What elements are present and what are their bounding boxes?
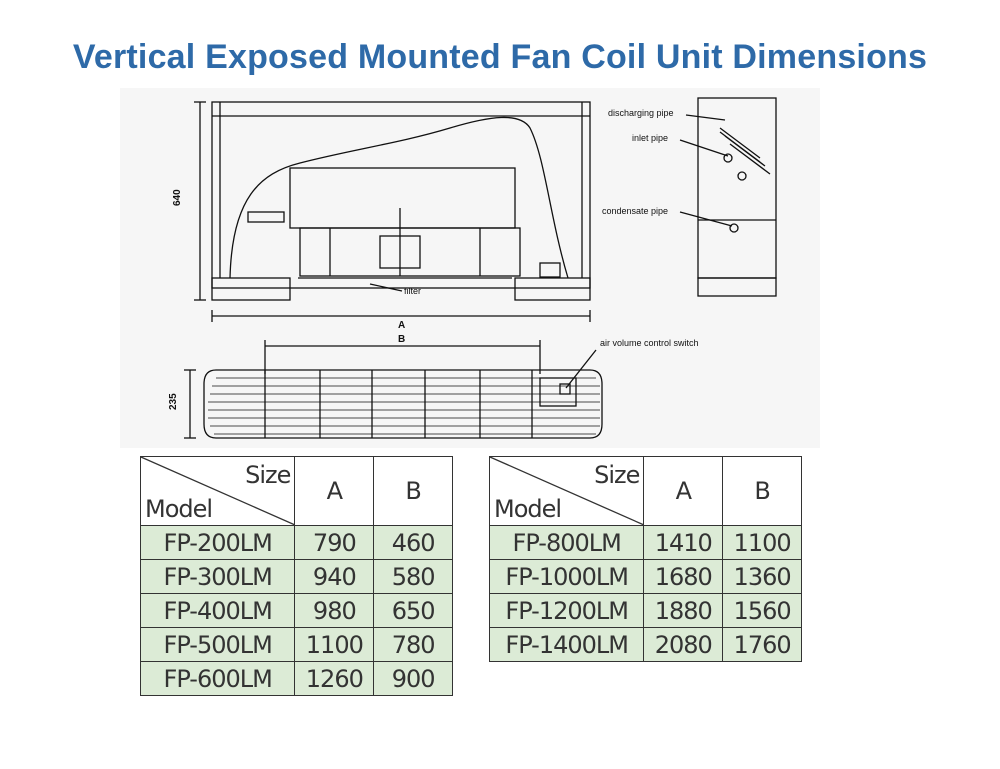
b-cell: 1360 xyxy=(722,559,802,594)
size-header: Size xyxy=(594,461,640,489)
model-header: Model xyxy=(145,495,213,523)
column-b-header: B xyxy=(722,456,802,526)
model-cell: FP-1000LM xyxy=(488,559,645,594)
air-volume-control-switch-label: air volume control switch xyxy=(600,338,699,348)
table-row: FP-1200LM 1880 1560 xyxy=(488,593,802,628)
dimension-b-label: B xyxy=(398,334,405,345)
dimension-table-2: Size Model A B FP-800LM 1410 1100 FP-100… xyxy=(488,456,802,662)
a-cell: 1410 xyxy=(643,525,724,560)
a-cell: 1100 xyxy=(294,627,375,662)
a-cell: 2080 xyxy=(643,627,724,662)
table-row: FP-400LM 980 650 xyxy=(139,593,453,628)
model-cell: FP-1200LM xyxy=(488,593,645,628)
table-row: FP-500LM 1100 780 xyxy=(139,627,453,662)
column-a-header: A xyxy=(643,456,724,526)
a-cell: 1880 xyxy=(643,593,724,628)
b-cell: 580 xyxy=(373,559,453,594)
bottom-view-frame xyxy=(203,369,603,439)
discharging-pipe-label: discharging pipe xyxy=(608,108,674,118)
dimension-a-label: A xyxy=(398,320,405,331)
model-header: Model xyxy=(494,495,562,523)
table-row: FP-800LM 1410 1100 xyxy=(488,525,802,560)
condensate-pipe-label: condensate pipe xyxy=(602,206,668,216)
page-title: Vertical Exposed Mounted Fan Coil Unit D… xyxy=(72,38,928,76)
a-cell: 980 xyxy=(294,593,375,628)
model-cell: FP-400LM xyxy=(139,593,296,628)
table-row: FP-200LM 790 460 xyxy=(139,525,453,560)
a-cell: 940 xyxy=(294,559,375,594)
dimension-235-label: 235 xyxy=(168,393,179,410)
a-cell: 1260 xyxy=(294,661,375,696)
front-view-frame xyxy=(211,101,591,289)
technical-drawing: 640 A B 235 filter discharging pipe inle… xyxy=(120,88,820,448)
model-cell: FP-300LM xyxy=(139,559,296,594)
b-cell: 1760 xyxy=(722,627,802,662)
model-cell: FP-800LM xyxy=(488,525,645,560)
b-cell: 460 xyxy=(373,525,453,560)
table-header-size-model: Size Model xyxy=(139,456,296,526)
table-row: FP-1400LM 2080 1760 xyxy=(488,627,802,662)
model-cell: FP-1400LM xyxy=(488,627,645,662)
b-cell: 1560 xyxy=(722,593,802,628)
table-row: FP-1000LM 1680 1360 xyxy=(488,559,802,594)
model-cell: FP-600LM xyxy=(139,661,296,696)
b-cell: 1100 xyxy=(722,525,802,560)
b-cell: 650 xyxy=(373,593,453,628)
table-row: FP-300LM 940 580 xyxy=(139,559,453,594)
dimension-diagram: 640 A B 235 filter discharging pipe inle… xyxy=(168,97,777,439)
side-view-frame xyxy=(697,97,777,279)
dimension-table-1: Size Model A B FP-200LM 790 460 FP-300LM… xyxy=(139,456,453,696)
model-cell: FP-200LM xyxy=(139,525,296,560)
column-a-header: A xyxy=(294,456,375,526)
inlet-pipe-label: inlet pipe xyxy=(632,133,668,143)
column-b-header: B xyxy=(373,456,453,526)
dimension-640-label: 640 xyxy=(172,189,183,206)
a-cell: 1680 xyxy=(643,559,724,594)
filter-label: filter xyxy=(404,286,421,296)
b-cell: 780 xyxy=(373,627,453,662)
table-header-size-model: Size Model xyxy=(488,456,645,526)
size-header: Size xyxy=(245,461,291,489)
table-row: FP-600LM 1260 900 xyxy=(139,661,453,696)
b-cell: 900 xyxy=(373,661,453,696)
model-cell: FP-500LM xyxy=(139,627,296,662)
a-cell: 790 xyxy=(294,525,375,560)
